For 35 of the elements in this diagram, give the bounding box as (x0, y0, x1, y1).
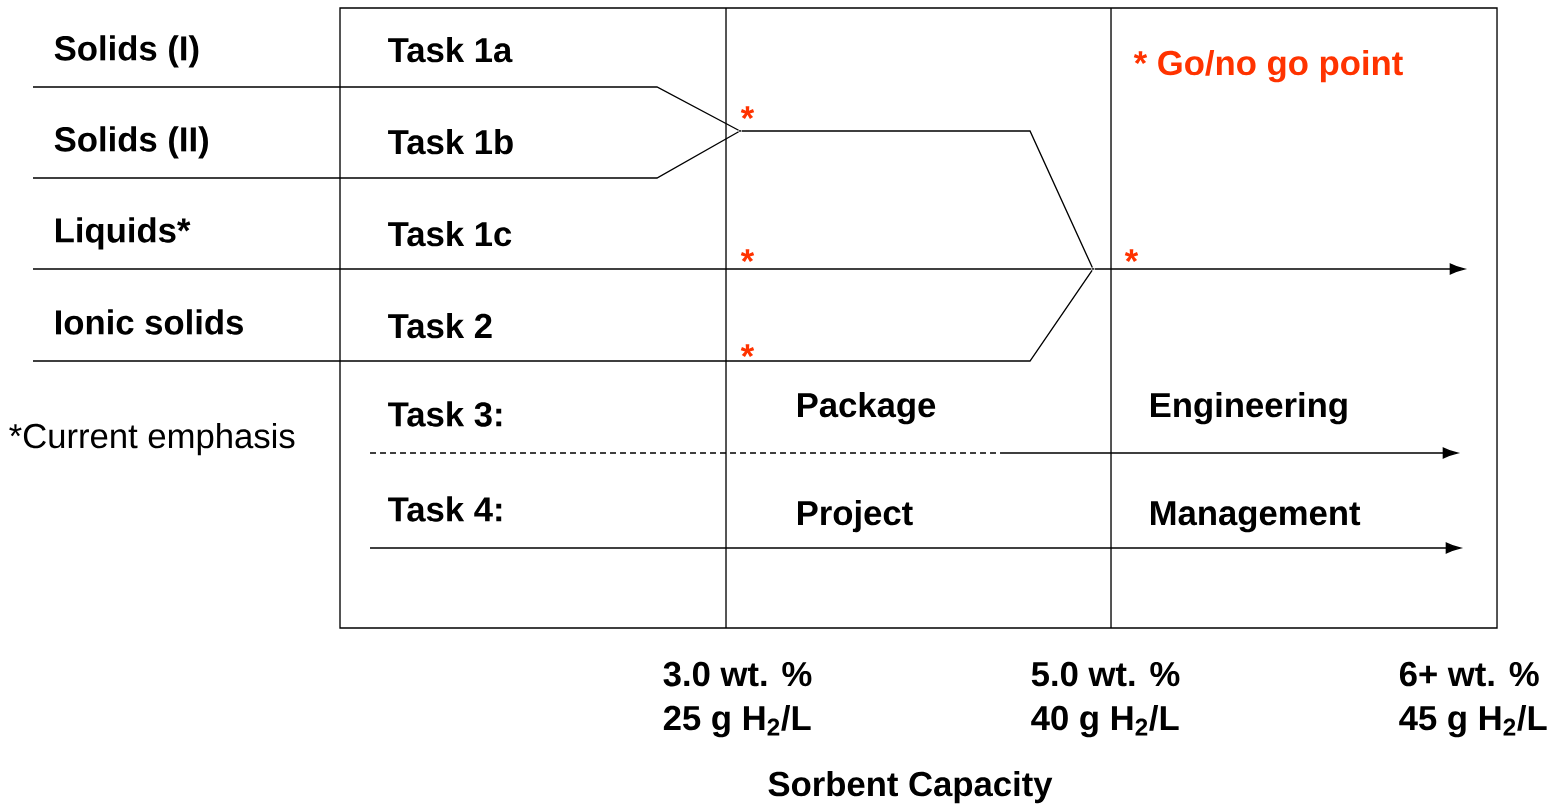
phase-label: Package (798, 391, 936, 425)
task-label: Task 1a (388, 36, 513, 63)
asterisk-mark: * (740, 106, 755, 120)
phase-label: Engineering (1151, 391, 1347, 425)
task-label: Task 4: (388, 496, 502, 522)
connector-line (32, 269, 1093, 362)
row-label: Solids (I) (54, 35, 199, 68)
connector-line (32, 268, 1093, 270)
task-label: Task 3: (388, 401, 502, 427)
connector-line (32, 131, 740, 179)
axis-tick-label: 3.0 wt. % (663, 661, 812, 687)
go-no-go-note: * Go/no go point (1133, 49, 1403, 83)
row-label: Solids (II) (54, 126, 208, 159)
asterisk-mark: * (740, 344, 755, 358)
phase-label: Management (1151, 501, 1361, 533)
asterisk-mark: * (740, 249, 755, 263)
task-label: Task 2 (388, 312, 492, 339)
connector-line (32, 86, 740, 131)
arrow (1093, 263, 1465, 275)
arrow (369, 447, 1458, 459)
axis-tick-label: 6+ wt. % (1399, 661, 1539, 687)
footnote: *Current emphasis (9, 422, 295, 456)
asterisk-mark: * (1124, 249, 1139, 263)
axis-tick-label: 45 g H$_{2}$/L (1399, 704, 1547, 738)
axis-tick-label: 5.0 wt. % (1031, 661, 1180, 687)
task-label: Task 1c (388, 220, 512, 247)
connector-line (740, 130, 1093, 269)
phase-label: Project (798, 499, 913, 533)
task-label: Task 1b (388, 128, 513, 155)
arrow (369, 542, 1461, 554)
axis-tick-label: 25 g H$_{2}$/L (663, 704, 811, 738)
axis-title: Sorbent Capacity (768, 770, 1053, 804)
axis-tick-label: 40 g H$_{2}$/L (1031, 704, 1179, 738)
row-label: Liquids* (56, 217, 191, 250)
row-label: Ionic solids (56, 309, 243, 335)
